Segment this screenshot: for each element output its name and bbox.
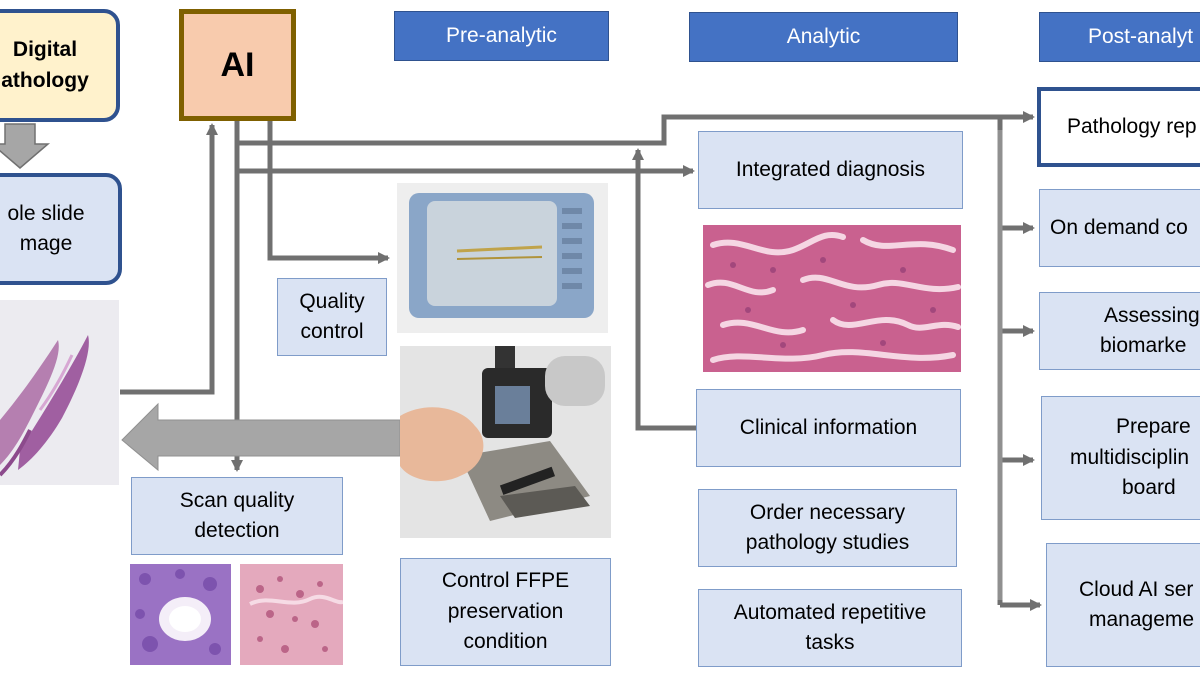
scan-thumb-blurred (130, 564, 231, 665)
whole-slide-line1: ole slide (7, 201, 85, 225)
node-cloud-ai: Cloud AI ser manageme (1046, 543, 1200, 667)
header-analytic-label: Analytic (786, 25, 861, 48)
ai-label: AI (220, 45, 255, 84)
node-assessing-biomarkers: Assessing biomarke (1039, 292, 1200, 370)
integrated-diagnosis-label: Integrated diagnosis (735, 157, 926, 181)
arrow-ai-to-report (237, 111, 1035, 146)
node-whole-slide-image: ole slide mage (0, 173, 122, 285)
digital-pathology-line2: athology (1, 68, 89, 92)
pathology-report-label: Pathology rep (1067, 115, 1197, 138)
node-control-ffpe: Control FFPE preservation condition (400, 558, 611, 666)
prepare-line1: Prepare (1116, 415, 1191, 439)
header-post-analytic: Post-analyt (1039, 12, 1200, 62)
node-automated-tasks: Automated repetitive tasks (698, 589, 962, 667)
control-ffpe-line1: Control FFPE (441, 569, 570, 593)
node-pathology-report: Pathology rep (1037, 87, 1200, 167)
clinical-information-label: Clinical information (739, 415, 918, 439)
microtome-icon (400, 346, 611, 538)
big-left-arrow (121, 402, 401, 472)
header-pre-analytic: Pre-analytic (394, 11, 609, 61)
node-ai: AI (179, 9, 296, 121)
node-scan-quality-detection: Scan quality detection (131, 477, 343, 555)
whole-slide-line2: mage (19, 232, 73, 255)
scan-quality-line1: Scan quality (179, 488, 295, 512)
assessing-line1: Assessing (1104, 303, 1200, 327)
he-tissue-icon (703, 225, 961, 372)
arrow-ai-to-quality-image (267, 120, 390, 264)
order-studies-line1: Order necessary (749, 500, 906, 524)
clear-tissue-icon (240, 564, 344, 665)
automated-tasks-line2: tasks (805, 631, 855, 654)
node-order-studies: Order necessary pathology studies (698, 489, 957, 567)
node-digital-pathology: Digital athology (0, 9, 120, 122)
arrow-wsi-to-ai (120, 123, 218, 395)
on-demand-label: On demand co (1050, 215, 1188, 239)
automated-tasks-line1: Automated repetitive (733, 600, 927, 624)
assessing-line2: biomarke (1100, 334, 1187, 357)
header-post-analytic-label: Post-analyt (1088, 25, 1194, 48)
cassette-photo (397, 183, 608, 333)
node-on-demand: On demand co (1039, 189, 1200, 267)
header-analytic: Analytic (689, 12, 958, 62)
big-down-arrow (0, 123, 51, 169)
header-pre-analytic-label: Pre-analytic (446, 24, 557, 47)
microtome-photo (400, 346, 611, 538)
prepare-line3: board (1122, 476, 1176, 500)
cloud-ai-line2: manageme (1089, 608, 1195, 631)
tissue-strips-icon (0, 335, 89, 477)
digital-pathology-line1: Digital (12, 38, 78, 62)
histology-he-image (703, 225, 961, 372)
cassette-icon (409, 193, 594, 318)
quality-control-line2: control (300, 320, 364, 343)
scan-thumb-clear (240, 564, 344, 665)
quality-control-line1: Quality (299, 289, 365, 313)
prepare-line2: multidisciplin (1070, 445, 1190, 469)
wsi-tissue-image (0, 300, 119, 485)
blurred-tissue-icon (130, 564, 231, 665)
control-ffpe-line2: preservation (447, 599, 564, 623)
cloud-ai-line1: Cloud AI ser (1079, 577, 1194, 601)
scan-quality-line2: detection (194, 519, 280, 542)
node-prepare-board: Prepare multidisciplin board (1041, 396, 1200, 520)
order-studies-line2: pathology studies (745, 531, 910, 554)
node-quality-control: Quality control (277, 278, 387, 356)
arrow-clinical-up (632, 148, 696, 431)
node-clinical-information: Clinical information (696, 389, 961, 467)
control-ffpe-line3: condition (463, 630, 548, 654)
node-integrated-diagnosis: Integrated diagnosis (698, 131, 963, 209)
